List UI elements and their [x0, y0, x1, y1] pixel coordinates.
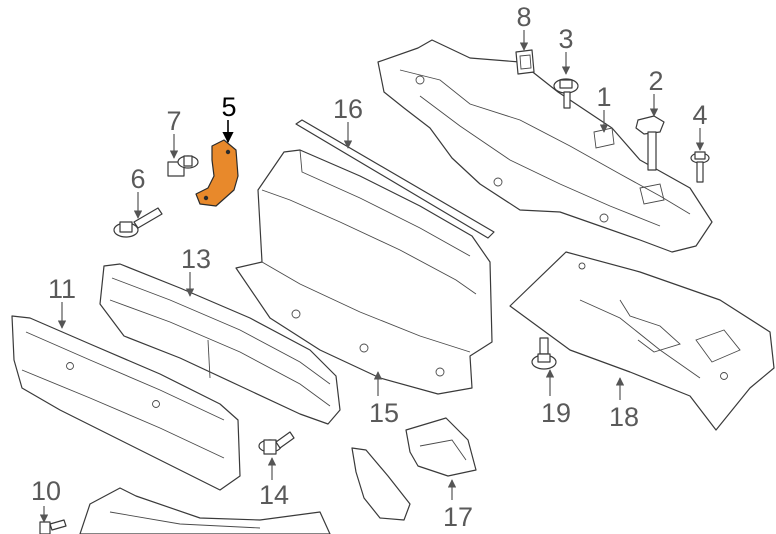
part-1-support-bracket: [377, 39, 713, 253]
callout-4: 4: [692, 100, 707, 130]
part-2-flange-bolt: [635, 115, 665, 171]
part-7-bolt: [167, 155, 199, 177]
callout-14: 14: [259, 480, 289, 510]
callout-17: 17: [443, 502, 473, 532]
part-5-bracket-highlighted: [195, 139, 239, 207]
part-16-seal-strip: [295, 119, 495, 239]
part-19-push-pin: [531, 337, 557, 370]
callout-18: 18: [609, 402, 639, 432]
part-8-clip: [515, 49, 535, 75]
callout-11: 11: [48, 274, 76, 304]
callout-16: 16: [333, 94, 363, 124]
part-14-bolt: [258, 431, 295, 455]
part-11-lower-carrier: [11, 315, 241, 491]
part-air-guide-left: [351, 447, 411, 521]
callout-2: 2: [648, 66, 663, 96]
callout-19: 19: [541, 398, 571, 428]
part-10-lower-bracket: [39, 487, 331, 534]
leader-lines: [39, 30, 705, 523]
part-15-deflector-panel: [235, 149, 493, 395]
callout-10: 10: [31, 476, 61, 506]
callout-15: 15: [369, 398, 399, 428]
callout-labels: 1 2 3 4 5 6 7 8 10 11 13 14 15 16 17 18 …: [31, 2, 708, 532]
callout-6: 6: [130, 164, 145, 194]
part-17-air-guide: [405, 417, 477, 477]
part-6-bolt: [113, 207, 163, 238]
part-18-splash-shield: [509, 251, 775, 431]
part-3-bolt: [553, 78, 579, 109]
part-4-bolt: [690, 151, 710, 183]
callout-7: 7: [166, 106, 181, 136]
callout-13: 13: [181, 244, 211, 274]
callout-5: 5: [221, 92, 236, 122]
callout-3: 3: [558, 24, 573, 54]
callout-8: 8: [516, 2, 531, 32]
callout-1: 1: [596, 82, 611, 112]
